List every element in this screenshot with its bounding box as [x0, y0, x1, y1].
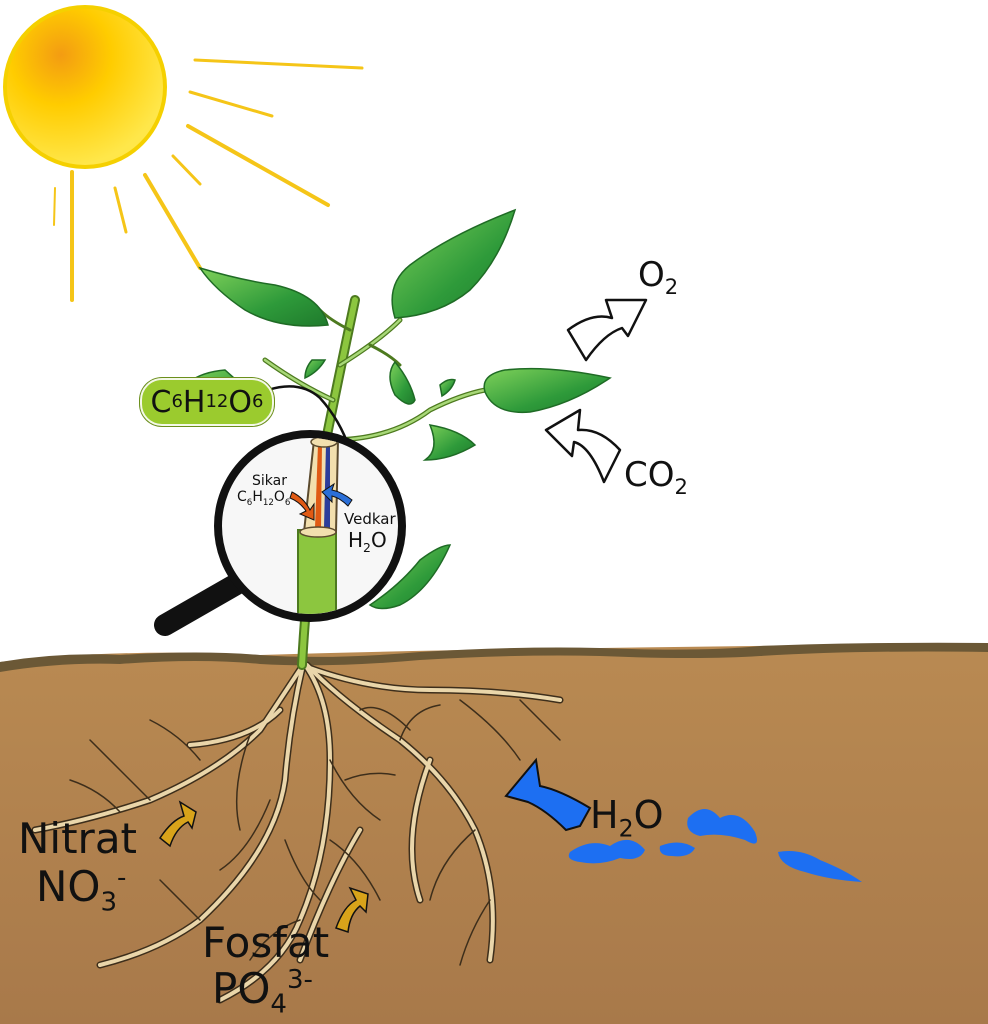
o2-arrow-icon — [566, 298, 648, 362]
water-puddles — [568, 809, 862, 882]
co2-label: CO2 — [624, 455, 688, 499]
roots — [31, 661, 564, 1004]
fosfat-arrow-icon — [335, 886, 369, 934]
fosfat-formula: PO43- — [212, 964, 313, 1020]
vedkar-label: Vedkar — [344, 510, 396, 528]
vedkar-arrow-icon — [321, 482, 353, 507]
glucose-connector-line — [267, 385, 352, 451]
sikar-arrow-icon — [289, 491, 315, 521]
magnifying-glass — [154, 430, 406, 636]
sikar-formula: C6H12O6 — [237, 489, 291, 508]
o2-label: O2 — [638, 255, 679, 299]
fosfat-label: Fosfat — [202, 918, 330, 967]
vedkar-formula: H2O — [348, 528, 387, 555]
soil-water-label: H2O — [590, 793, 664, 843]
nitrat-label: Nitrat — [18, 814, 138, 863]
nitrat-arrow-icon — [158, 800, 197, 848]
soil — [0, 642, 988, 1024]
co2-arrow-icon — [544, 408, 622, 484]
sikar-label: Sikar — [252, 473, 287, 489]
sun — [3, 5, 364, 302]
nitrat-formula: NO3- — [36, 862, 127, 918]
water-uptake-arrow-icon — [504, 757, 592, 832]
